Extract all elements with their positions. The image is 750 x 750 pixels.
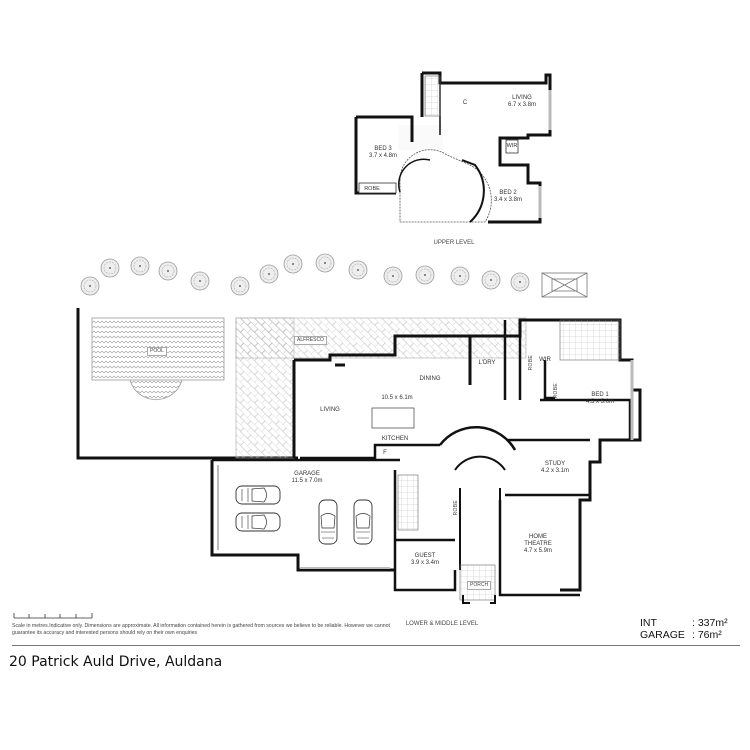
room-dimensions: 4.5 x 5.0m <box>585 399 615 405</box>
upper-wir-tag: WIR <box>506 143 518 149</box>
cupboard-tag: C <box>462 100 468 106</box>
scale-bar <box>13 613 93 619</box>
footer-divider <box>12 645 740 646</box>
alfresco-tag: ALFRESCO <box>294 336 327 345</box>
area-label: GARAGE <box>640 629 685 641</box>
disclaimer-text: Scale in metres.Indicative only. Dimensi… <box>12 623 390 636</box>
fridge-tag: F <box>383 450 387 456</box>
room-name: HOME <box>528 534 547 540</box>
room-name: GARAGE <box>294 471 320 477</box>
room-name: LIVING <box>512 95 532 101</box>
area-label: INT <box>640 617 657 629</box>
room-name: BED 3 <box>374 146 392 152</box>
water-tank <box>541 272 588 298</box>
room-dimensions: 3.4 x 3.8m <box>493 197 523 203</box>
room-dimensions: 4.7 x 5.9m <box>523 548 553 554</box>
room-dimensions: 11.5 x 7.0m <box>291 478 323 484</box>
upper-level-plan <box>354 71 552 224</box>
room-dining: DINING <box>419 376 441 382</box>
pool-tag: POOL <box>147 347 167 356</box>
lower-level-label: LOWER & MIDDLE LEVEL <box>405 621 479 627</box>
upper-robe-tag: ROBE <box>364 186 380 192</box>
area-row-garage: GARAGE : 76m² <box>640 629 728 641</box>
garden-trees <box>80 253 588 298</box>
area-row-int: INT : 337m² <box>640 617 728 629</box>
area-value: : 76m² <box>692 629 722 641</box>
living-dining-dimensions: 10.5 x 6.1m <box>381 395 413 401</box>
room-lower-living: LIVING <box>320 407 340 413</box>
room-dimensions: 3.9 x 3.4m <box>410 560 440 566</box>
room-dimensions: 3.7 x 4.8m <box>368 153 398 159</box>
room-name: STUDY <box>544 461 566 467</box>
lower-robe-tag-2: ROBE <box>553 383 559 399</box>
room-name: BED 2 <box>499 190 517 196</box>
area-summary: INT : 337m² GARAGE : 76m² <box>640 617 728 641</box>
room-kitchen: KITCHEN <box>381 436 409 442</box>
upper-level-label: UPPER LEVEL <box>433 240 475 246</box>
area-value: : 337m² <box>692 617 728 629</box>
porch-tag: PORCH <box>467 581 492 590</box>
room-dimensions: 4.2 x 3.1m <box>540 468 570 474</box>
garage-cars <box>235 485 373 545</box>
room-dimensions: 6.7 x 3.8m <box>507 102 537 108</box>
lower-wir-tag: WIR <box>539 357 551 363</box>
guest-robe-tag: ROBE <box>453 500 459 516</box>
property-address: 20 Patrick Auld Drive, Auldana <box>9 654 223 670</box>
room-laundry: L'DRY <box>478 360 496 366</box>
lower-level-plan <box>76 308 642 604</box>
lower-robe-tag-1: ROBE <box>528 355 534 371</box>
room-name-line2: THEATRE <box>524 541 552 547</box>
room-name: GUEST <box>414 553 436 559</box>
room-name: BED 1 <box>591 392 609 398</box>
